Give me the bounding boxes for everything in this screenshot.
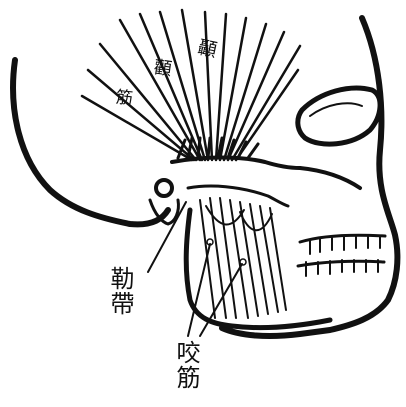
cheek-line: [300, 168, 360, 188]
label-tendon: 筋: [112, 87, 131, 107]
label-yaojin: 咬筋: [174, 340, 198, 390]
label-cheek: 顴: [151, 57, 171, 78]
eye-orbit-inner: [310, 103, 362, 116]
label-lejai: 勒帶: [108, 266, 132, 316]
skull-outline: [222, 18, 397, 336]
label-temporal: 顳: [194, 36, 217, 60]
upper-teeth: [300, 235, 385, 242]
ear-canal: [156, 180, 172, 196]
masseter-fibers: [200, 198, 286, 318]
upper-teeth-marks: [310, 236, 380, 254]
marker-b: [240, 259, 246, 265]
occipital-outline: [13, 60, 168, 224]
mandible-notch: [188, 186, 288, 206]
